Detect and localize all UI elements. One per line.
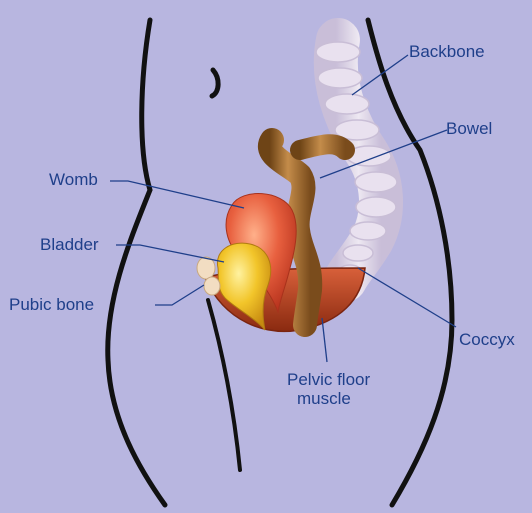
inner-thigh-line: [208, 300, 240, 470]
label-bowel: Bowel: [446, 119, 492, 139]
label-womb: Womb: [49, 170, 98, 190]
womb-leader-line: [110, 181, 244, 208]
body-outline-left: [108, 20, 165, 505]
label-pelvic-floor-line1: Pelvic floor: [287, 370, 370, 390]
label-pubic-bone: Pubic bone: [9, 295, 94, 315]
label-backbone: Backbone: [409, 42, 485, 62]
pelvic-floor-leader-line: [322, 318, 327, 362]
pubic-bone-leader-line: [155, 285, 204, 305]
coccyx-leader-line: [358, 268, 456, 327]
label-coccyx: Coccyx: [459, 330, 515, 350]
navel: [212, 70, 218, 96]
label-pelvic-floor-line2: muscle: [297, 389, 351, 409]
label-bladder: Bladder: [40, 235, 99, 255]
